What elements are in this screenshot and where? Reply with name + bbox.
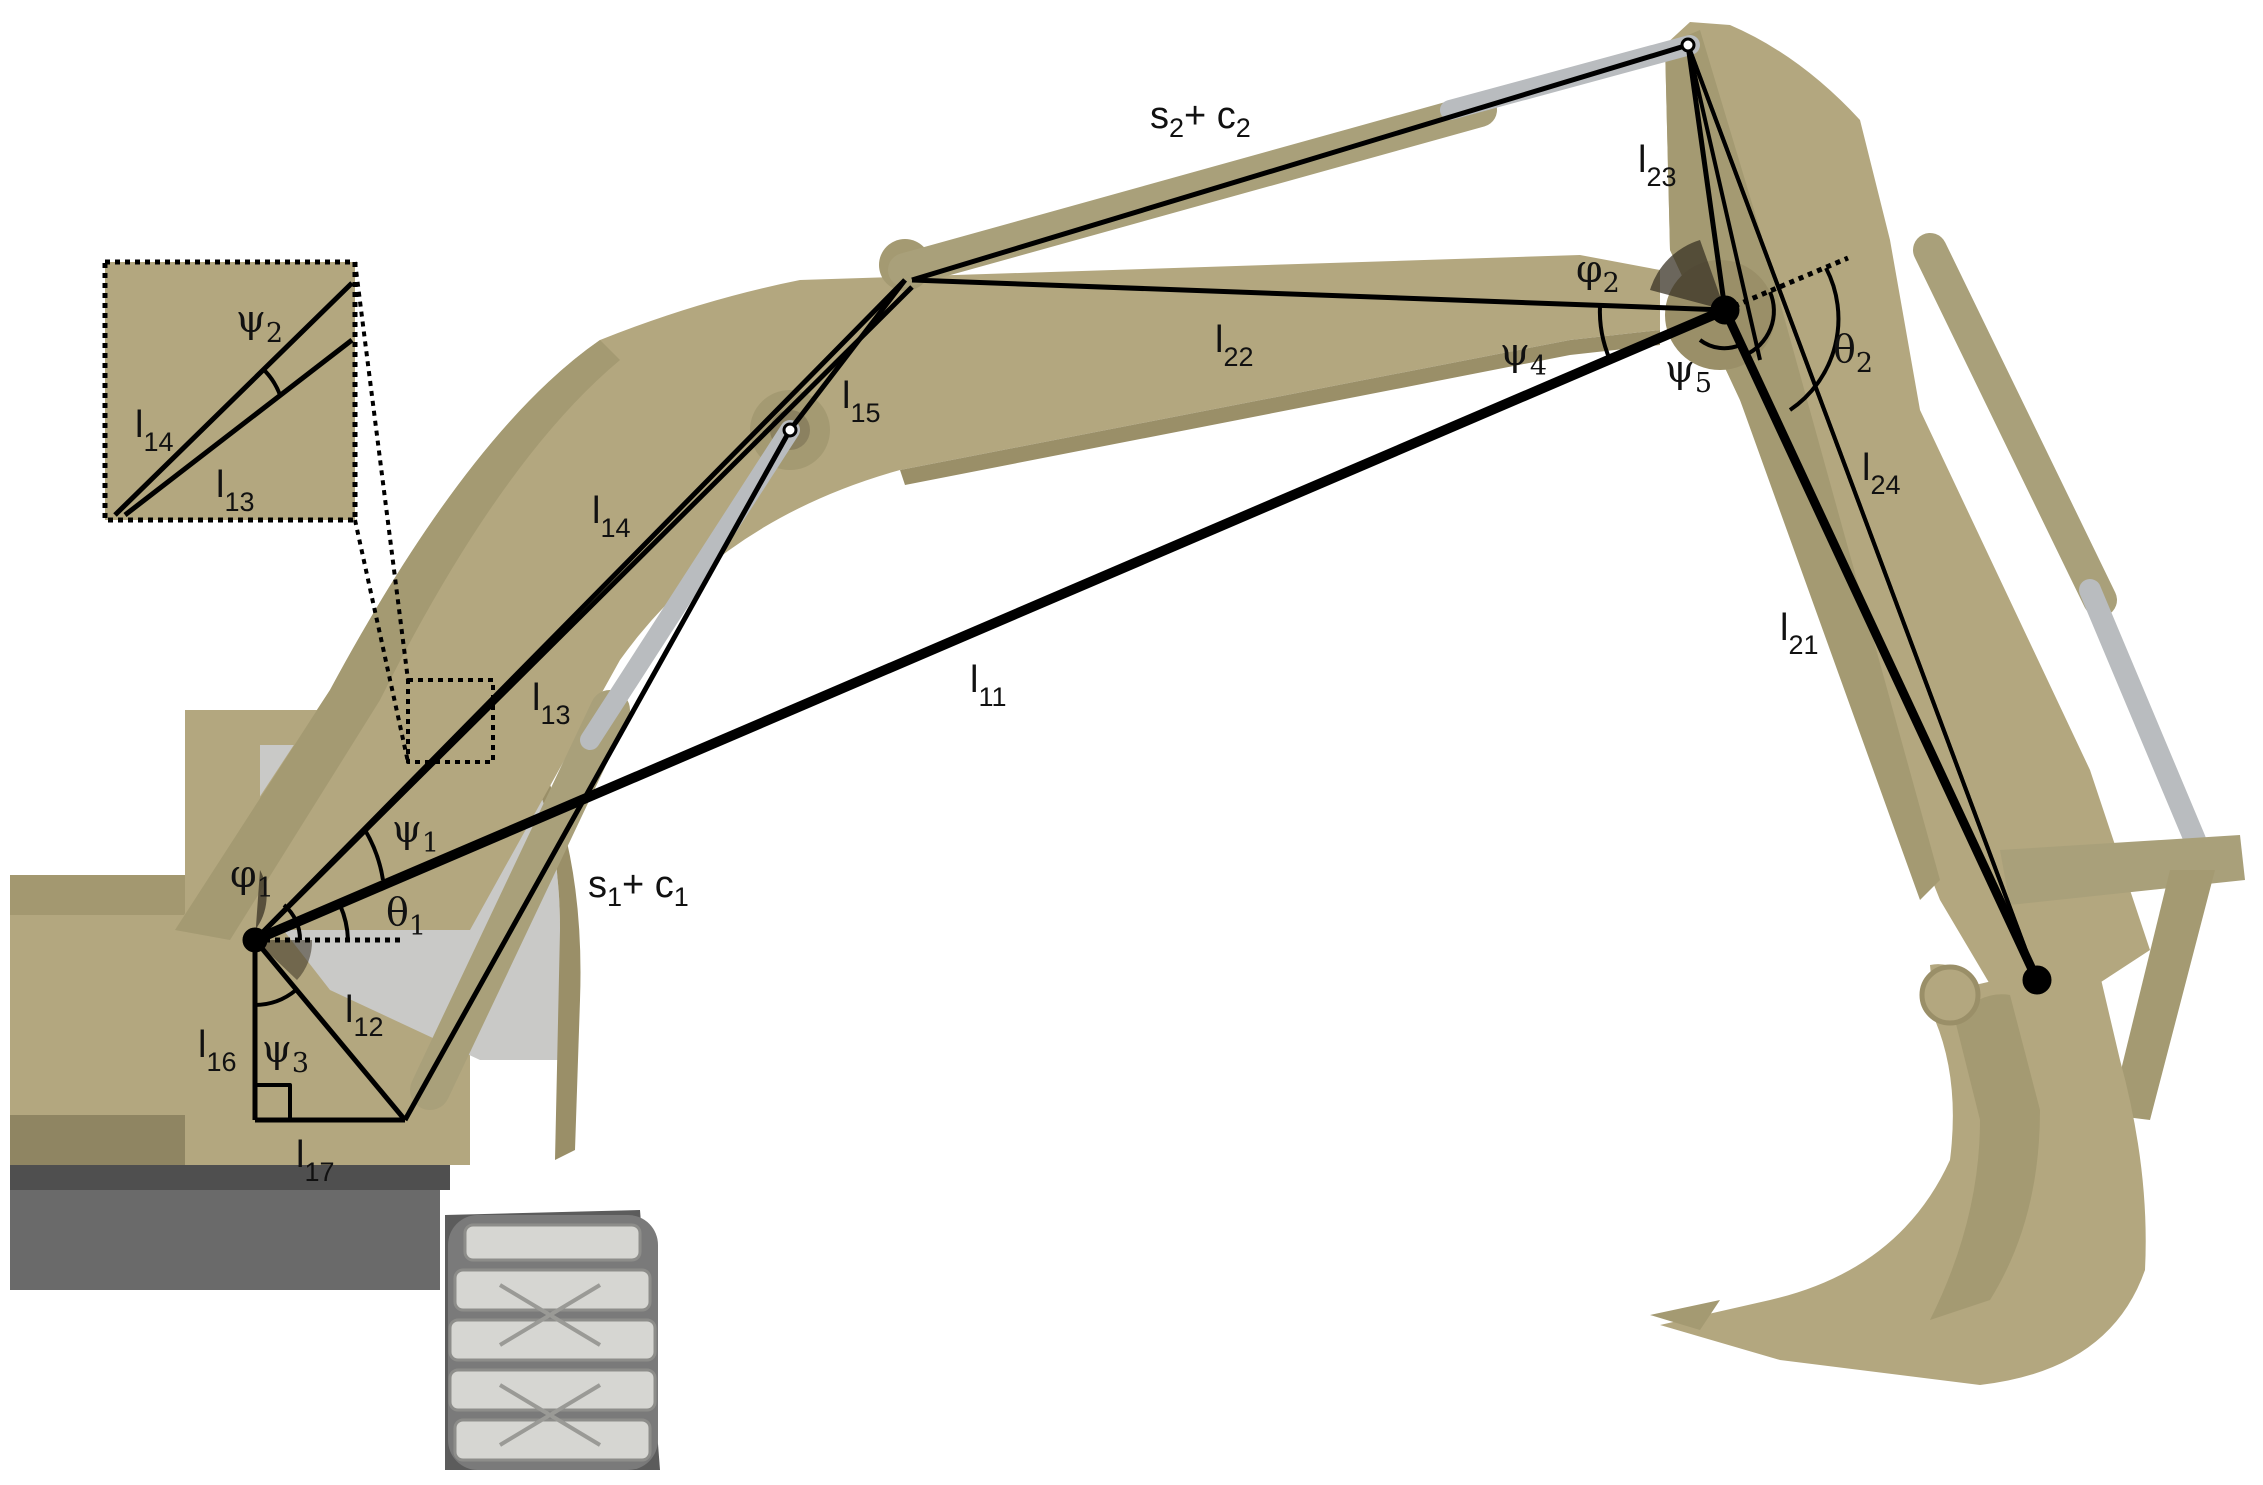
label-l14: l14 [592, 490, 631, 543]
joint-bucket-pivot [2022, 965, 2052, 995]
label-l22: l22 [1215, 319, 1254, 372]
label-l12: l12 [345, 989, 384, 1042]
joint-boom-pivot [242, 927, 268, 953]
label-l24: l24 [1862, 447, 1901, 500]
link-s1c1 [402, 428, 793, 1122]
inset-line-l13 [123, 338, 354, 517]
link-l11 [253, 305, 1727, 945]
link-l23 [1685, 44, 1728, 311]
link-l15 [788, 278, 907, 432]
phi2-angle-fill [1650, 240, 1725, 310]
labels: s2+ c2 l23 φ2 l22 ψ4 ψ5 θ2 l24 l21 l15 l… [135, 95, 1901, 1187]
label-l11: l11 [970, 659, 1006, 712]
arc-psi3 [254, 988, 298, 1007]
label-l15: l15 [842, 375, 881, 428]
undercarriage [10, 1160, 660, 1470]
joint-arm-pivot [1710, 295, 1740, 325]
link-bucket-pivot [1686, 44, 2039, 981]
label-l16: l16 [198, 1024, 237, 1077]
arc-phi1 [282, 903, 303, 941]
label-l21: l21 [1780, 607, 1819, 660]
label-psi1: ψ1 [392, 807, 439, 859]
label-s2c2: s2+ c2 [1150, 95, 1251, 143]
joint-s1-top [782, 422, 798, 438]
label-s1c1: s1+ c1 [588, 864, 689, 912]
joint-s2-top [1680, 37, 1696, 53]
phi1-angle-fill [255, 940, 313, 980]
link-l21 [1720, 308, 2042, 982]
label-l17: l17 [296, 1134, 335, 1187]
inset-arc-psi2 [260, 366, 282, 396]
arc-psi5 [1698, 338, 1741, 351]
link-s2c2 [911, 42, 1689, 283]
arc-psi4 [1597, 304, 1612, 361]
zoom-inset [102, 259, 358, 523]
arc-theta2 [1788, 267, 1841, 412]
link-l12 [253, 938, 407, 1122]
link-l22 [911, 277, 1726, 313]
label-theta1: θ1 [386, 890, 426, 942]
label-l23: l23 [1638, 139, 1677, 192]
inset-line-l14 [113, 281, 354, 517]
arc-psi1 [363, 828, 385, 881]
label-l13: l13 [532, 677, 571, 730]
theta2-reference-line [1724, 255, 1849, 313]
zoom-connector-bottom [353, 519, 410, 763]
inset-label-l14: l14 [135, 404, 174, 457]
label-psi5: ψ5 [1665, 347, 1712, 399]
label-phi2: φ2 [1576, 247, 1620, 299]
zoom-connector-top [353, 261, 410, 681]
label-phi1: φ1 [230, 852, 274, 904]
right-angle-mark [255, 1083, 292, 1120]
label-theta2: θ2 [1833, 327, 1873, 379]
label-psi4: ψ4 [1500, 330, 1547, 382]
zoom-source-box [406, 678, 495, 764]
label-psi3: ψ3 [262, 1027, 309, 1079]
inset-label-psi2: ψ2 [236, 297, 283, 349]
excavator-illustration [10, 22, 2245, 1470]
link-l23-l21 [1686, 44, 1762, 361]
phi1-angle-sector [255, 870, 267, 940]
arc-theta1 [338, 904, 350, 941]
arc-theta2-inner [1744, 291, 1776, 357]
inset-label-l13: l13 [216, 464, 255, 517]
bucket [1650, 835, 2245, 1385]
kinematic-overlay [242, 37, 2052, 1123]
